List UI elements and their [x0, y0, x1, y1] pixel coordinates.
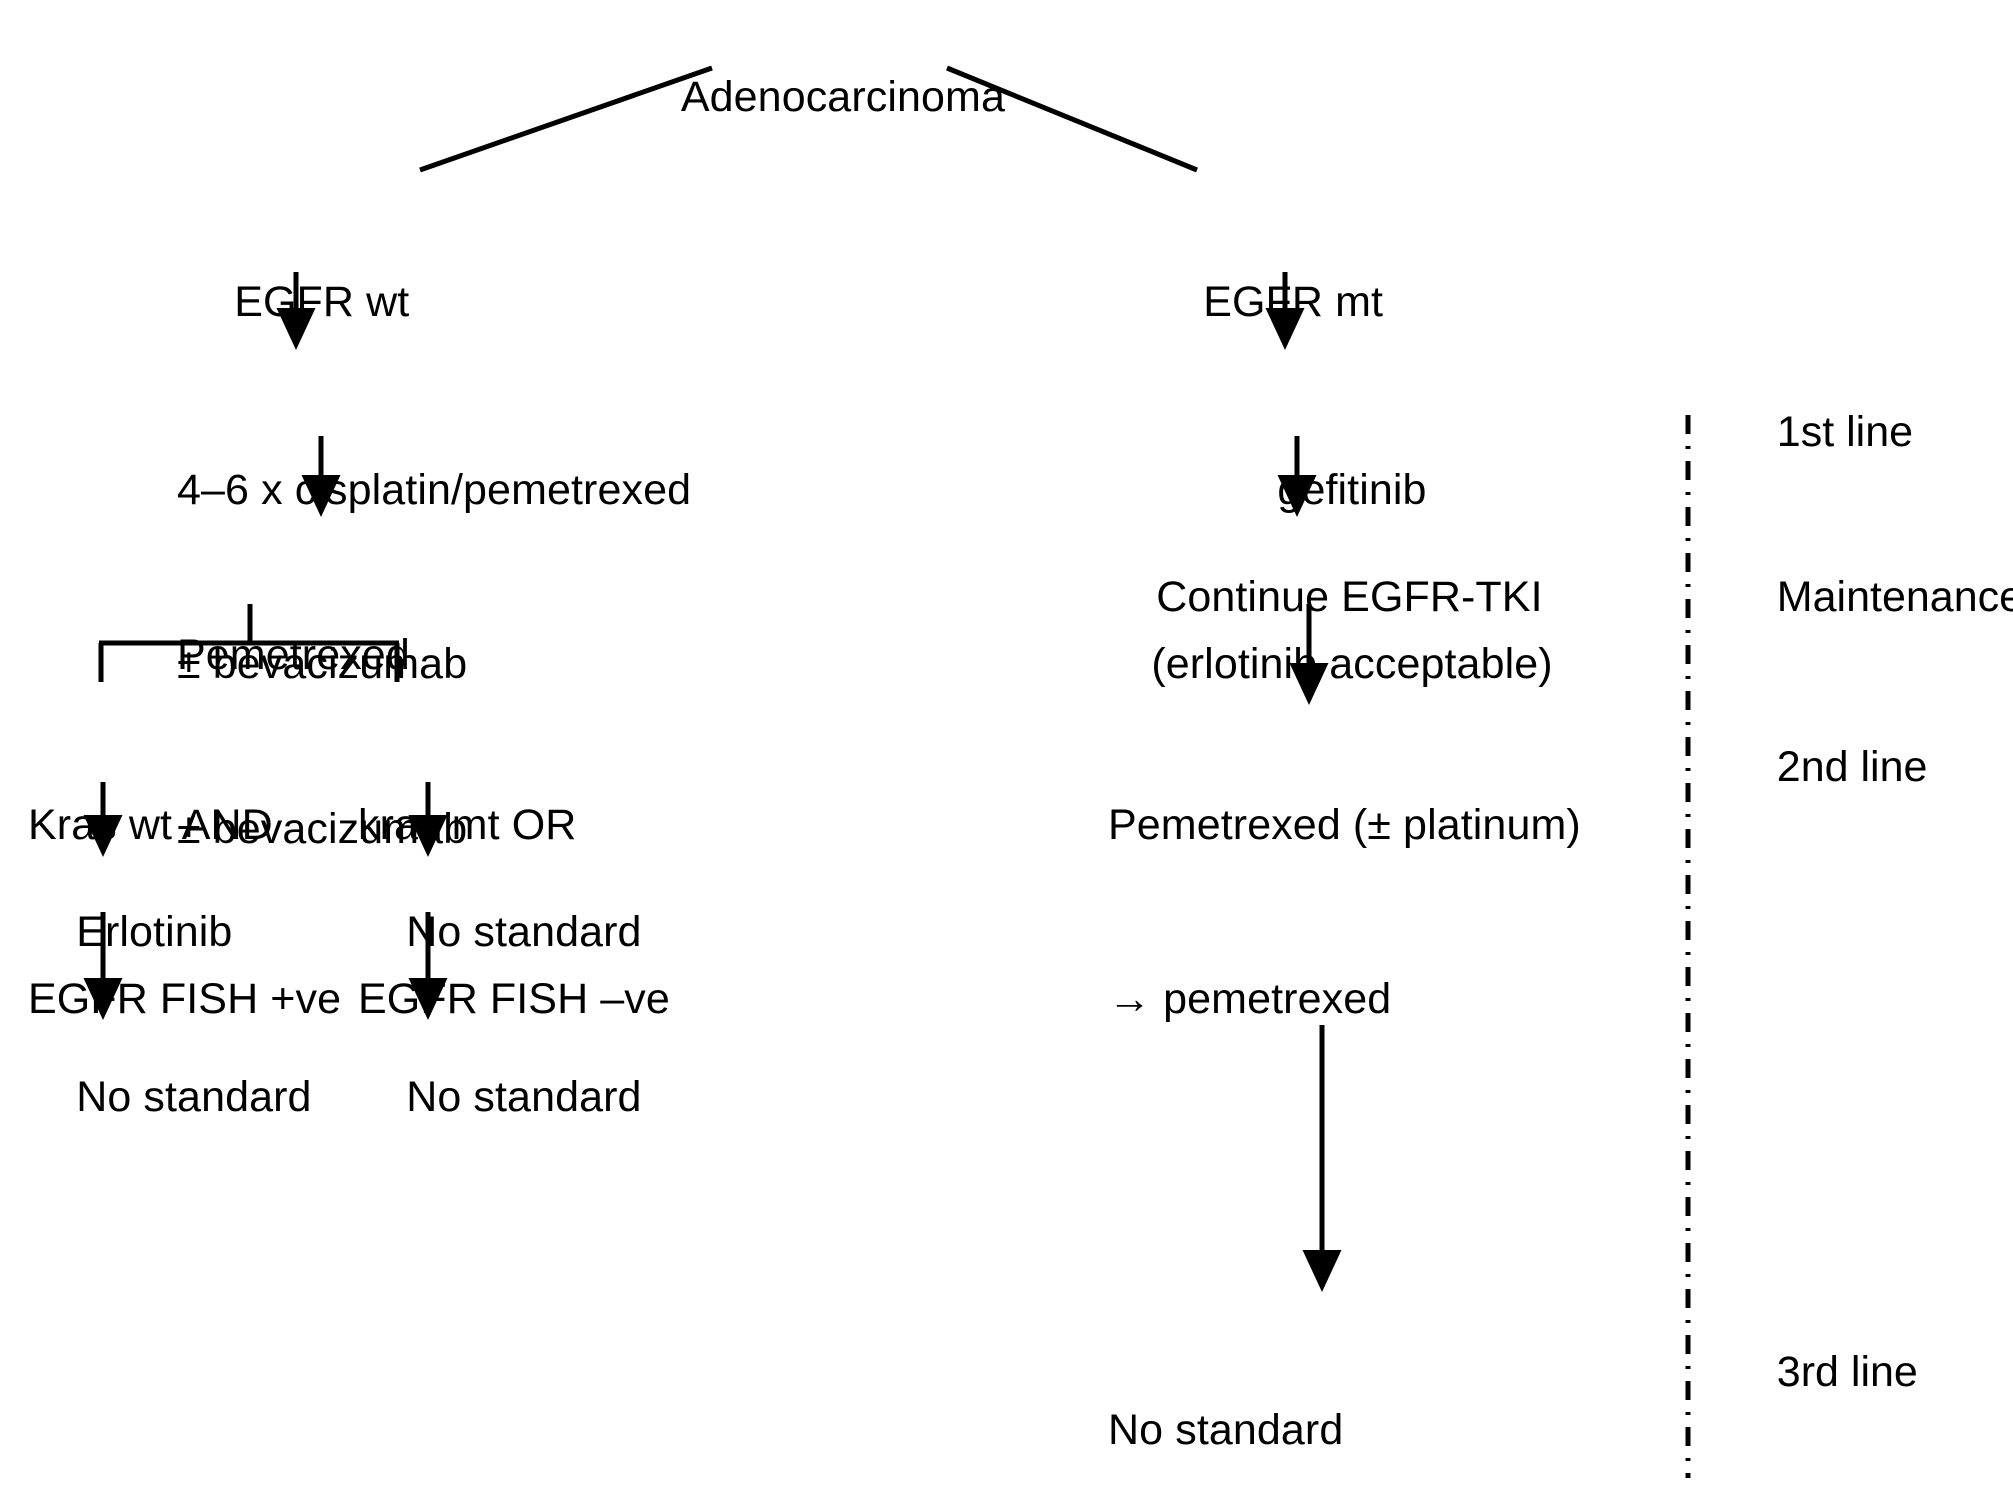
node-kras-mt-egfr-fish-negative: kras mt OR EGFR FISH –ve	[358, 680, 670, 1144]
stage-label-maintenance-text: Maintenance	[1776, 573, 2013, 621]
node-left-first-line: 4–6 x cisplatin/pemetrexed ± bevacizumab	[177, 345, 691, 809]
node-left-first-line-row2: ± bevacizumab	[177, 640, 468, 688]
node-left-first-line-row1: 4–6 x cisplatin/pemetrexed	[177, 466, 692, 514]
node-kras-mt-row2: EGFR FISH –ve	[358, 975, 670, 1023]
node-no-standard-third-line-egfr-mt: No standard Consider erlotinib if prior …	[1108, 1285, 1478, 1492]
node-no-standard-third-line-left: No standard	[28, 1010, 312, 1184]
node-no-standard-third-line-right: No standard	[358, 1010, 642, 1184]
stage-label-maintenance: Maintenance	[1729, 510, 2013, 684]
node-kras-mt-row1: kras mt OR	[358, 801, 577, 849]
node-no-standard-third-line-left-label: No standard	[76, 1073, 312, 1121]
node-left-maintenance: Pemetrexed ± bevacizumab	[177, 510, 467, 974]
node-kras-wt-egfr-fish-positive: Kras wt AND EGFR FISH +ve	[28, 680, 341, 1144]
node-third-line-row1: No standard	[1108, 1406, 1344, 1454]
node-gefitinib-row2: (erlotinib acceptable)	[1151, 640, 1553, 688]
node-erlotinib-second-line: Erlotinib	[28, 845, 232, 1019]
stage-label-first-line: 1st line	[1729, 345, 1913, 519]
stage-label-first-line-text: 1st line	[1776, 408, 1914, 456]
node-egfr-mt-label: EGFR mt	[1203, 278, 1384, 326]
node-erlotinib-label: Erlotinib	[76, 908, 233, 956]
stage-label-second-line: 2nd line	[1729, 680, 1928, 854]
node-no-standard-third-line-right-label: No standard	[406, 1073, 642, 1121]
node-gefitinib-first-line: gefitinib (erlotinib acceptable)	[1151, 345, 1552, 809]
node-adenocarcinoma-label: Adenocarcinoma	[680, 73, 1005, 121]
node-left-maintenance-row2: ± bevacizumab	[177, 805, 468, 853]
stage-label-second-line-text: 2nd line	[1776, 743, 1928, 791]
node-egfr-mt: EGFR mt	[1155, 215, 1383, 389]
node-pemetrexed-platinum-second-line: Pemetrexed (± platinum) → pemetrexed	[1108, 680, 1581, 1144]
node-adenocarcinoma: Adenocarcinoma	[635, 10, 1005, 184]
node-pemetrexed-platinum-row2: → pemetrexed	[1108, 975, 1392, 1023]
node-gefitinib-row1: gefitinib	[1277, 466, 1427, 514]
node-egfr-wt-label: EGFR wt	[234, 278, 410, 326]
node-kras-wt-row1: Kras wt AND	[28, 801, 273, 849]
stage-label-third-line-text: 3rd line	[1776, 1348, 1918, 1396]
node-left-maintenance-row1: Pemetrexed	[177, 631, 410, 679]
node-no-standard-second-line-right-label: No standard	[406, 908, 642, 956]
node-kras-wt-row2: EGFR FISH +ve	[28, 975, 342, 1023]
node-continue-egfr-tki-label: Continue EGFR-TKI	[1156, 573, 1543, 621]
node-pemetrexed-platinum-row1: Pemetrexed (± platinum)	[1108, 801, 1581, 849]
node-continue-egfr-tki: Continue EGFR-TKI	[1108, 510, 1543, 684]
stage-label-third-line: 3rd line	[1729, 1285, 1918, 1459]
node-no-standard-second-line-right: No standard	[358, 845, 642, 1019]
node-egfr-wt: EGFR wt	[186, 215, 409, 389]
